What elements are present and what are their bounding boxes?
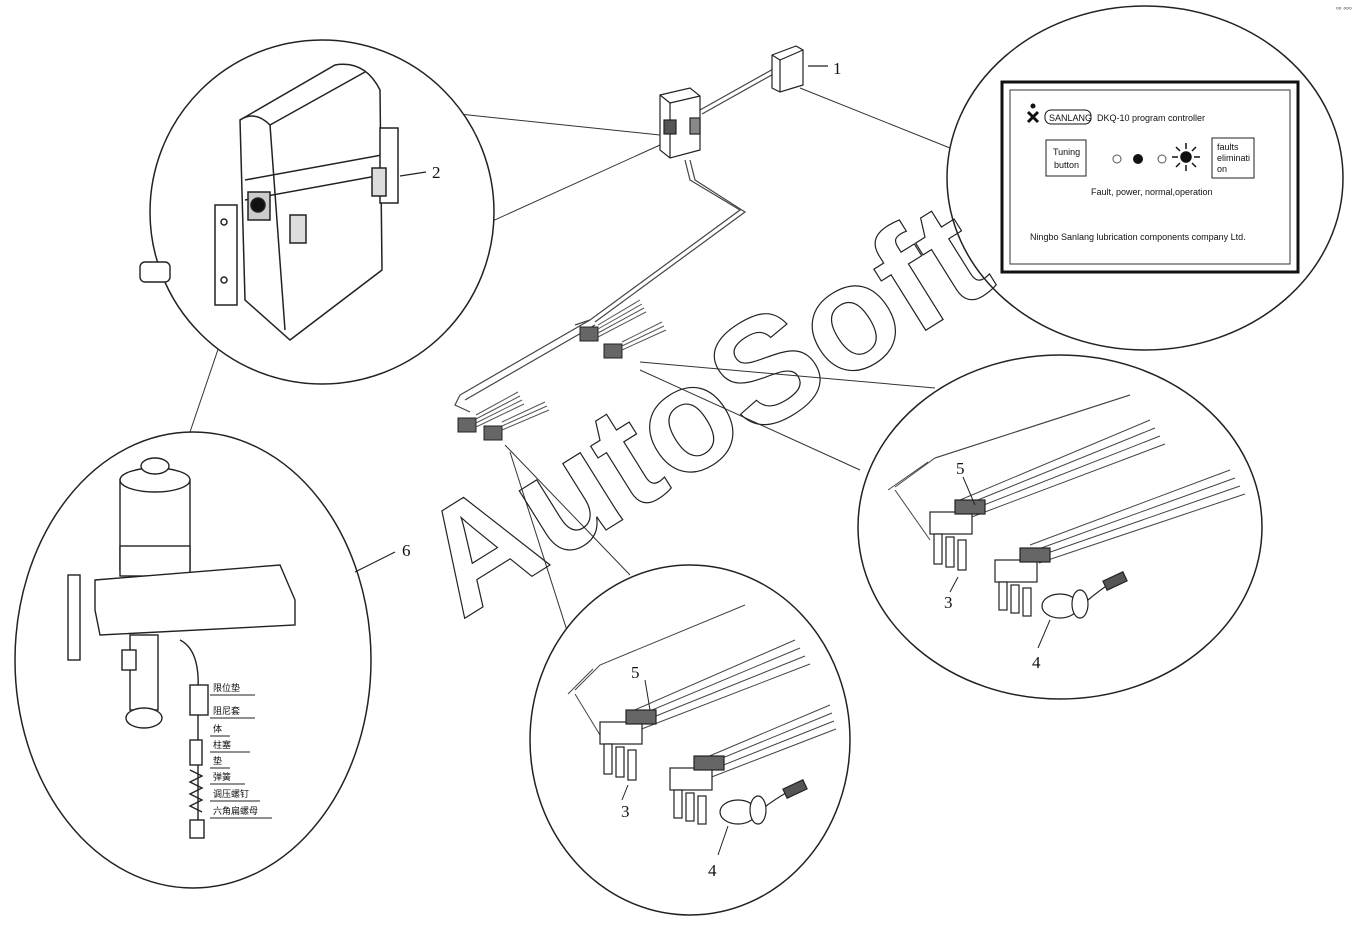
callout-3: 3 (944, 593, 953, 612)
faults-elimination-button (1211, 137, 1255, 179)
detail-circle-pump (149, 39, 495, 385)
pump-part-label: 弹簧 (213, 771, 231, 782)
pump-part-label: 垫 (213, 755, 222, 766)
company-name: Ningbo Sanlang lubrication components co… (1030, 232, 1246, 242)
pump-part-label: 调压螺钉 (213, 789, 249, 799)
callout-5: 5 (631, 663, 640, 682)
tuning-button-label: Tuning (1053, 147, 1080, 157)
power-indicator (1133, 154, 1143, 164)
main-pipeline (454, 67, 778, 413)
callout-1: 1 (833, 59, 842, 78)
callout-numbers: 1 2 3 3 4 4 5 5 6 (402, 59, 1041, 880)
detail-circle-controller: SANLANG DKQ-10 program controller Tuning… (946, 5, 1344, 351)
tuning-button (1045, 139, 1087, 177)
callout-4: 4 (708, 861, 717, 880)
pump-unit-small (659, 87, 701, 159)
pump-part-label: 限位垫 (213, 682, 240, 693)
controller-box (771, 45, 828, 93)
faults-button-label: faults (1217, 142, 1239, 152)
callout-6: 6 (402, 541, 411, 560)
indicator-caption: Fault, power, normal,operation (1091, 187, 1213, 197)
sanlang-logo (1026, 103, 1092, 125)
corner-mark: °° °°° (1336, 6, 1352, 14)
distributor-group-lower (457, 391, 550, 441)
pump-part-label: 六角扁螺母 (213, 805, 258, 816)
faults-button-label: eliminati (1217, 153, 1250, 163)
callout-3: 3 (621, 802, 630, 821)
pump-part-label: 阻尼套 (213, 705, 240, 716)
pump-part-label: 体 (213, 723, 222, 734)
pump-parts-labels: 限位垫 阻尼套 体 柱塞 垫 弹簧 调压螺钉 六角扁螺母 (213, 682, 258, 816)
fault-indicator (1112, 154, 1122, 164)
detail-circle-pump-element: 限位垫 阻尼套 体 柱塞 垫 弹簧 调压螺钉 六角扁螺母 (14, 261, 396, 889)
detail-circle-distributor-right (857, 354, 1263, 700)
distributor-group-upper (579, 299, 667, 359)
callout-2: 2 (432, 163, 441, 182)
tuning-button-label: button (1054, 160, 1079, 170)
faults-button-label: on (1217, 164, 1227, 174)
callout-4: 4 (1032, 653, 1041, 672)
pump-part-label: 柱塞 (213, 739, 231, 750)
operation-indicator (1172, 143, 1200, 171)
controller-model: DKQ-10 program controller (1097, 113, 1205, 123)
normal-indicator (1157, 154, 1167, 164)
callout-5: 5 (956, 459, 965, 478)
brand-name: SANLANG (1049, 113, 1092, 123)
detail-circle-distributor-bottom (529, 564, 851, 916)
